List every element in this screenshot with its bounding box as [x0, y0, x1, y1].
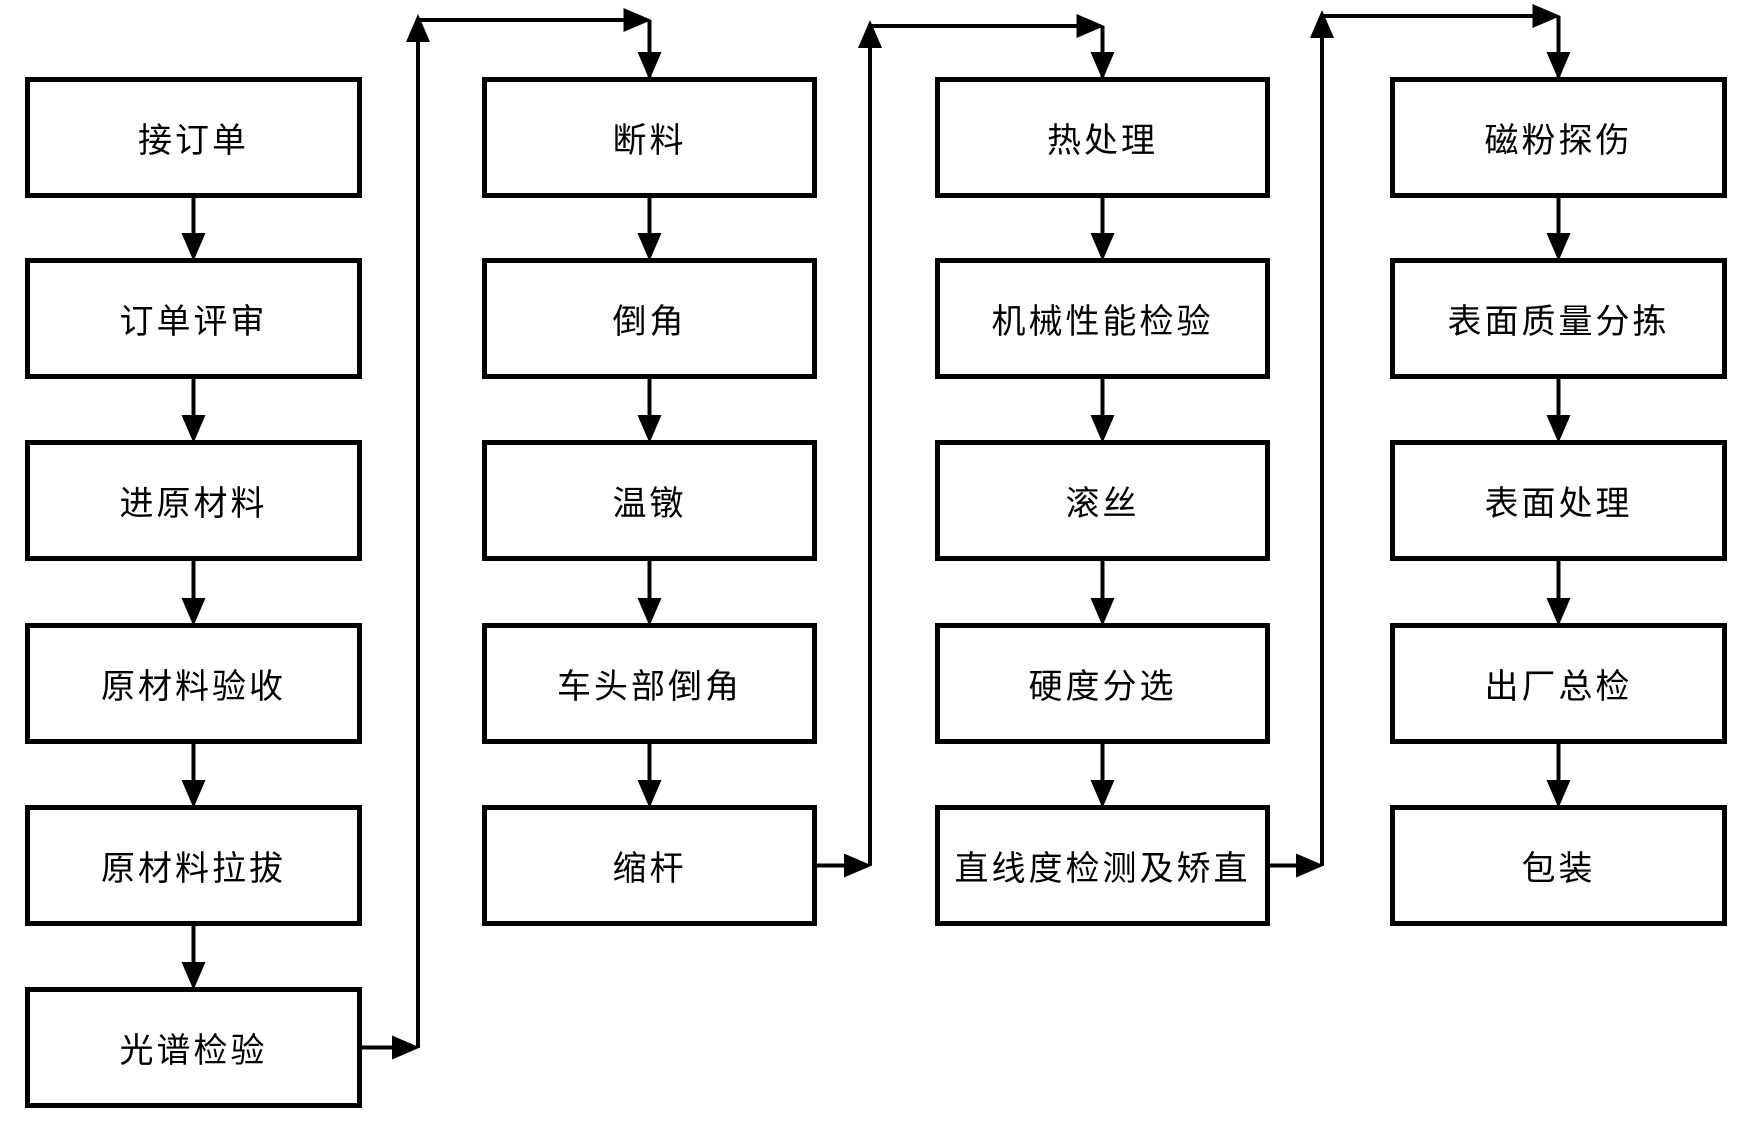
- arrowhead-down-icon: [1090, 52, 1115, 80]
- flow-box-col2-row4: 车头部倒角: [482, 623, 817, 744]
- flow-box-col3-row2: 机械性能检验: [935, 258, 1270, 379]
- flow-box-col1-row4: 原材料验收: [25, 623, 362, 744]
- arrowhead-right-icon: [1296, 853, 1324, 878]
- arrowhead-right-icon: [844, 853, 872, 878]
- arrowhead-up-icon: [858, 20, 882, 48]
- flow-box-col1-row3: 进原材料: [25, 440, 362, 561]
- arrowhead-down-icon: [1090, 780, 1115, 808]
- arrowhead-down-icon: [1546, 780, 1571, 808]
- flow-box-col3-row3: 滚丝: [935, 440, 1270, 561]
- flow-box-col3-row5: 直线度检测及矫直: [935, 805, 1270, 926]
- arrowhead-down-icon: [181, 962, 206, 990]
- arrowhead-down-icon: [637, 415, 662, 443]
- arrowhead-down-icon: [1090, 415, 1115, 443]
- arrowhead-down-icon: [1546, 598, 1571, 626]
- arrowhead-down-icon: [181, 780, 206, 808]
- flow-box-col4-row5: 包装: [1390, 805, 1727, 926]
- flow-box-col2-row5: 缩杆: [482, 805, 817, 926]
- flow-box-col4-row2: 表面质量分拣: [1390, 258, 1727, 379]
- arrowhead-up-icon: [1310, 10, 1334, 38]
- arrowhead-down-icon: [637, 52, 662, 80]
- flow-box-col1-row1: 接订单: [25, 77, 362, 198]
- flow-box-col2-row3: 温镦: [482, 440, 817, 561]
- flow-box-col4-row4: 出厂总检: [1390, 623, 1727, 744]
- arrowhead-right-icon: [1532, 4, 1561, 28]
- flow-box-col1-row2: 订单评审: [25, 258, 362, 379]
- arrowhead-right-icon: [1076, 14, 1105, 38]
- arrowhead-down-icon: [1546, 233, 1571, 261]
- flow-box-col1-row5: 原材料拉拔: [25, 805, 362, 926]
- arrowhead-down-icon: [637, 598, 662, 626]
- flow-box-col1-row6: 光谱检验: [25, 987, 362, 1108]
- arrowhead-down-icon: [1546, 52, 1571, 80]
- arrowhead-down-icon: [637, 780, 662, 808]
- arrowhead-down-icon: [637, 233, 662, 261]
- arrowhead-down-icon: [181, 233, 206, 261]
- arrowhead-up-icon: [406, 14, 430, 42]
- flow-box-col3-row1: 热处理: [935, 77, 1270, 198]
- flow-box-col4-row1: 磁粉探伤: [1390, 77, 1727, 198]
- arrowhead-right-icon: [392, 1035, 420, 1060]
- arrowhead-down-icon: [1546, 415, 1571, 443]
- arrowhead-down-icon: [181, 598, 206, 626]
- flow-box-col2-row2: 倒角: [482, 258, 817, 379]
- arrowhead-down-icon: [181, 415, 206, 443]
- arrowhead-down-icon: [1090, 233, 1115, 261]
- flow-box-col2-row1: 断料: [482, 77, 817, 198]
- arrowhead-down-icon: [1090, 598, 1115, 626]
- arrowhead-right-icon: [623, 8, 652, 32]
- flow-box-col4-row3: 表面处理: [1390, 440, 1727, 561]
- flow-box-col3-row4: 硬度分选: [935, 623, 1270, 744]
